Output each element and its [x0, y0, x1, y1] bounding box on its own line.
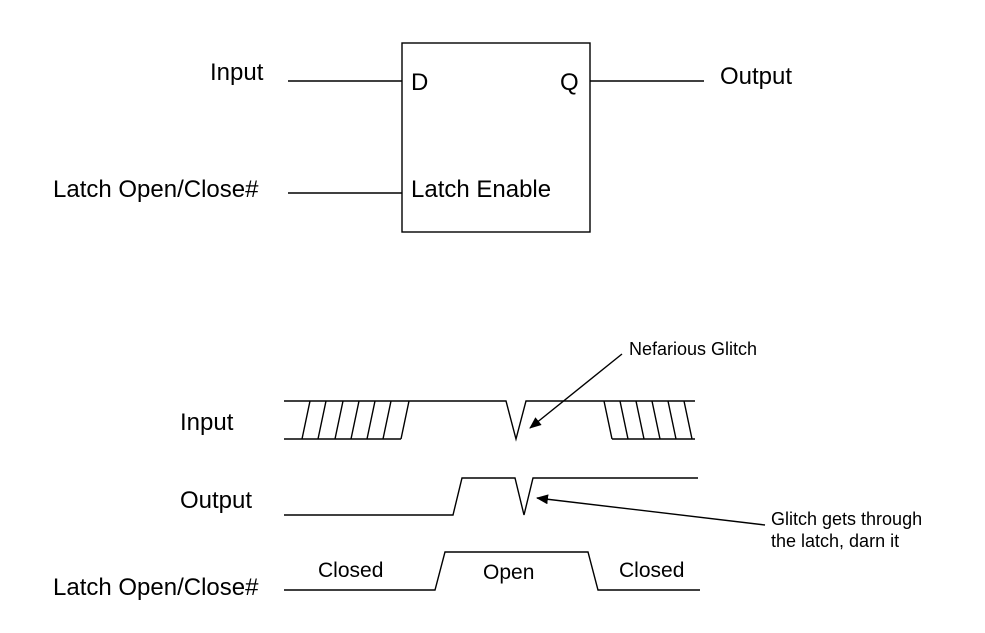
input-label: Input — [210, 59, 264, 86]
timing-input-label: Input — [180, 409, 234, 436]
state-closed-right: Closed — [619, 559, 684, 582]
output-label: Output — [720, 63, 792, 90]
output-waveform — [284, 477, 698, 516]
input-waveform — [284, 400, 695, 442]
state-closed-left: Closed — [318, 559, 383, 582]
d-pin-label: D — [411, 69, 428, 96]
q-pin-label: Q — [560, 69, 579, 96]
glitch-through-line1: Glitch gets through — [771, 509, 922, 529]
timing-control-label: Latch Open/Close# — [53, 574, 259, 601]
glitch-arrow — [529, 353, 623, 429]
glitch-through-line2: the latch, darn it — [771, 531, 899, 551]
latch-enable-label: Latch Enable — [411, 176, 551, 203]
latch-block — [401, 42, 591, 233]
timing-output-label: Output — [180, 487, 252, 514]
state-open: Open — [483, 561, 534, 584]
latch-control-waveform — [284, 551, 700, 591]
glitch-through-arrow — [536, 494, 766, 526]
latch-control-label: Latch Open/Close# — [53, 176, 259, 203]
nefarious-glitch-label: Nefarious Glitch — [629, 339, 757, 359]
